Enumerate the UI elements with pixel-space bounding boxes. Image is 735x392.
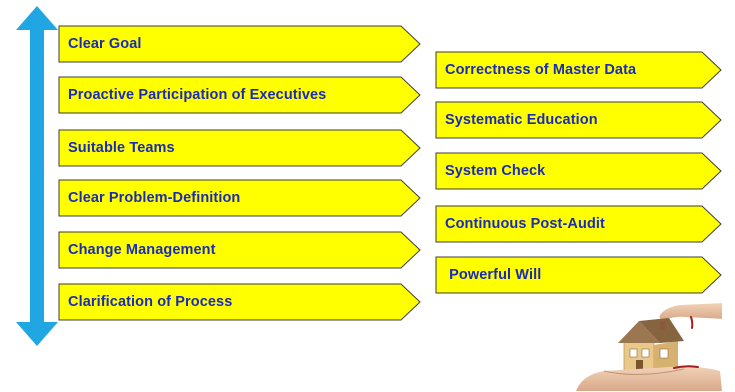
banner-label: System Check [445, 163, 546, 179]
right-banner-continuous-post-audit: Continuous Post-Audit [435, 205, 722, 243]
banner-label: Clear Problem-Definition [68, 190, 241, 206]
banner-label: Clarification of Process [68, 294, 233, 310]
left-banner-suitable-teams: Suitable Teams [58, 129, 421, 167]
right-banner-systematic-education: Systematic Education [435, 101, 722, 139]
right-banner-powerful-will: Powerful Will [435, 256, 722, 294]
banner-label: Clear Goal [68, 36, 142, 52]
left-banner-clear-goal: Clear Goal [58, 25, 421, 63]
right-banner-correctness-of-master-data: Correctness of Master Data [435, 51, 722, 89]
banner-label: Change Management [68, 242, 216, 258]
house-in-hand-icon [576, 303, 722, 391]
banner-label: Continuous Post-Audit [445, 216, 605, 232]
banner-label: Suitable Teams [68, 140, 175, 156]
left-banner-proactive-participation: Proactive Participation of Executives [58, 76, 421, 114]
banner-label: Proactive Participation of Executives [68, 87, 327, 103]
left-banner-clear-problem-definition: Clear Problem-Definition [58, 179, 421, 217]
left-banner-clarification-of-process: Clarification of Process [58, 283, 421, 321]
banner-label: Powerful Will [445, 267, 542, 283]
right-banner-system-check: System Check [435, 152, 722, 190]
left-banner-change-management: Change Management [58, 231, 421, 269]
banner-label: Systematic Education [445, 112, 598, 128]
double-headed-arrow-icon [16, 6, 58, 346]
banner-label: Correctness of Master Data [445, 62, 637, 78]
